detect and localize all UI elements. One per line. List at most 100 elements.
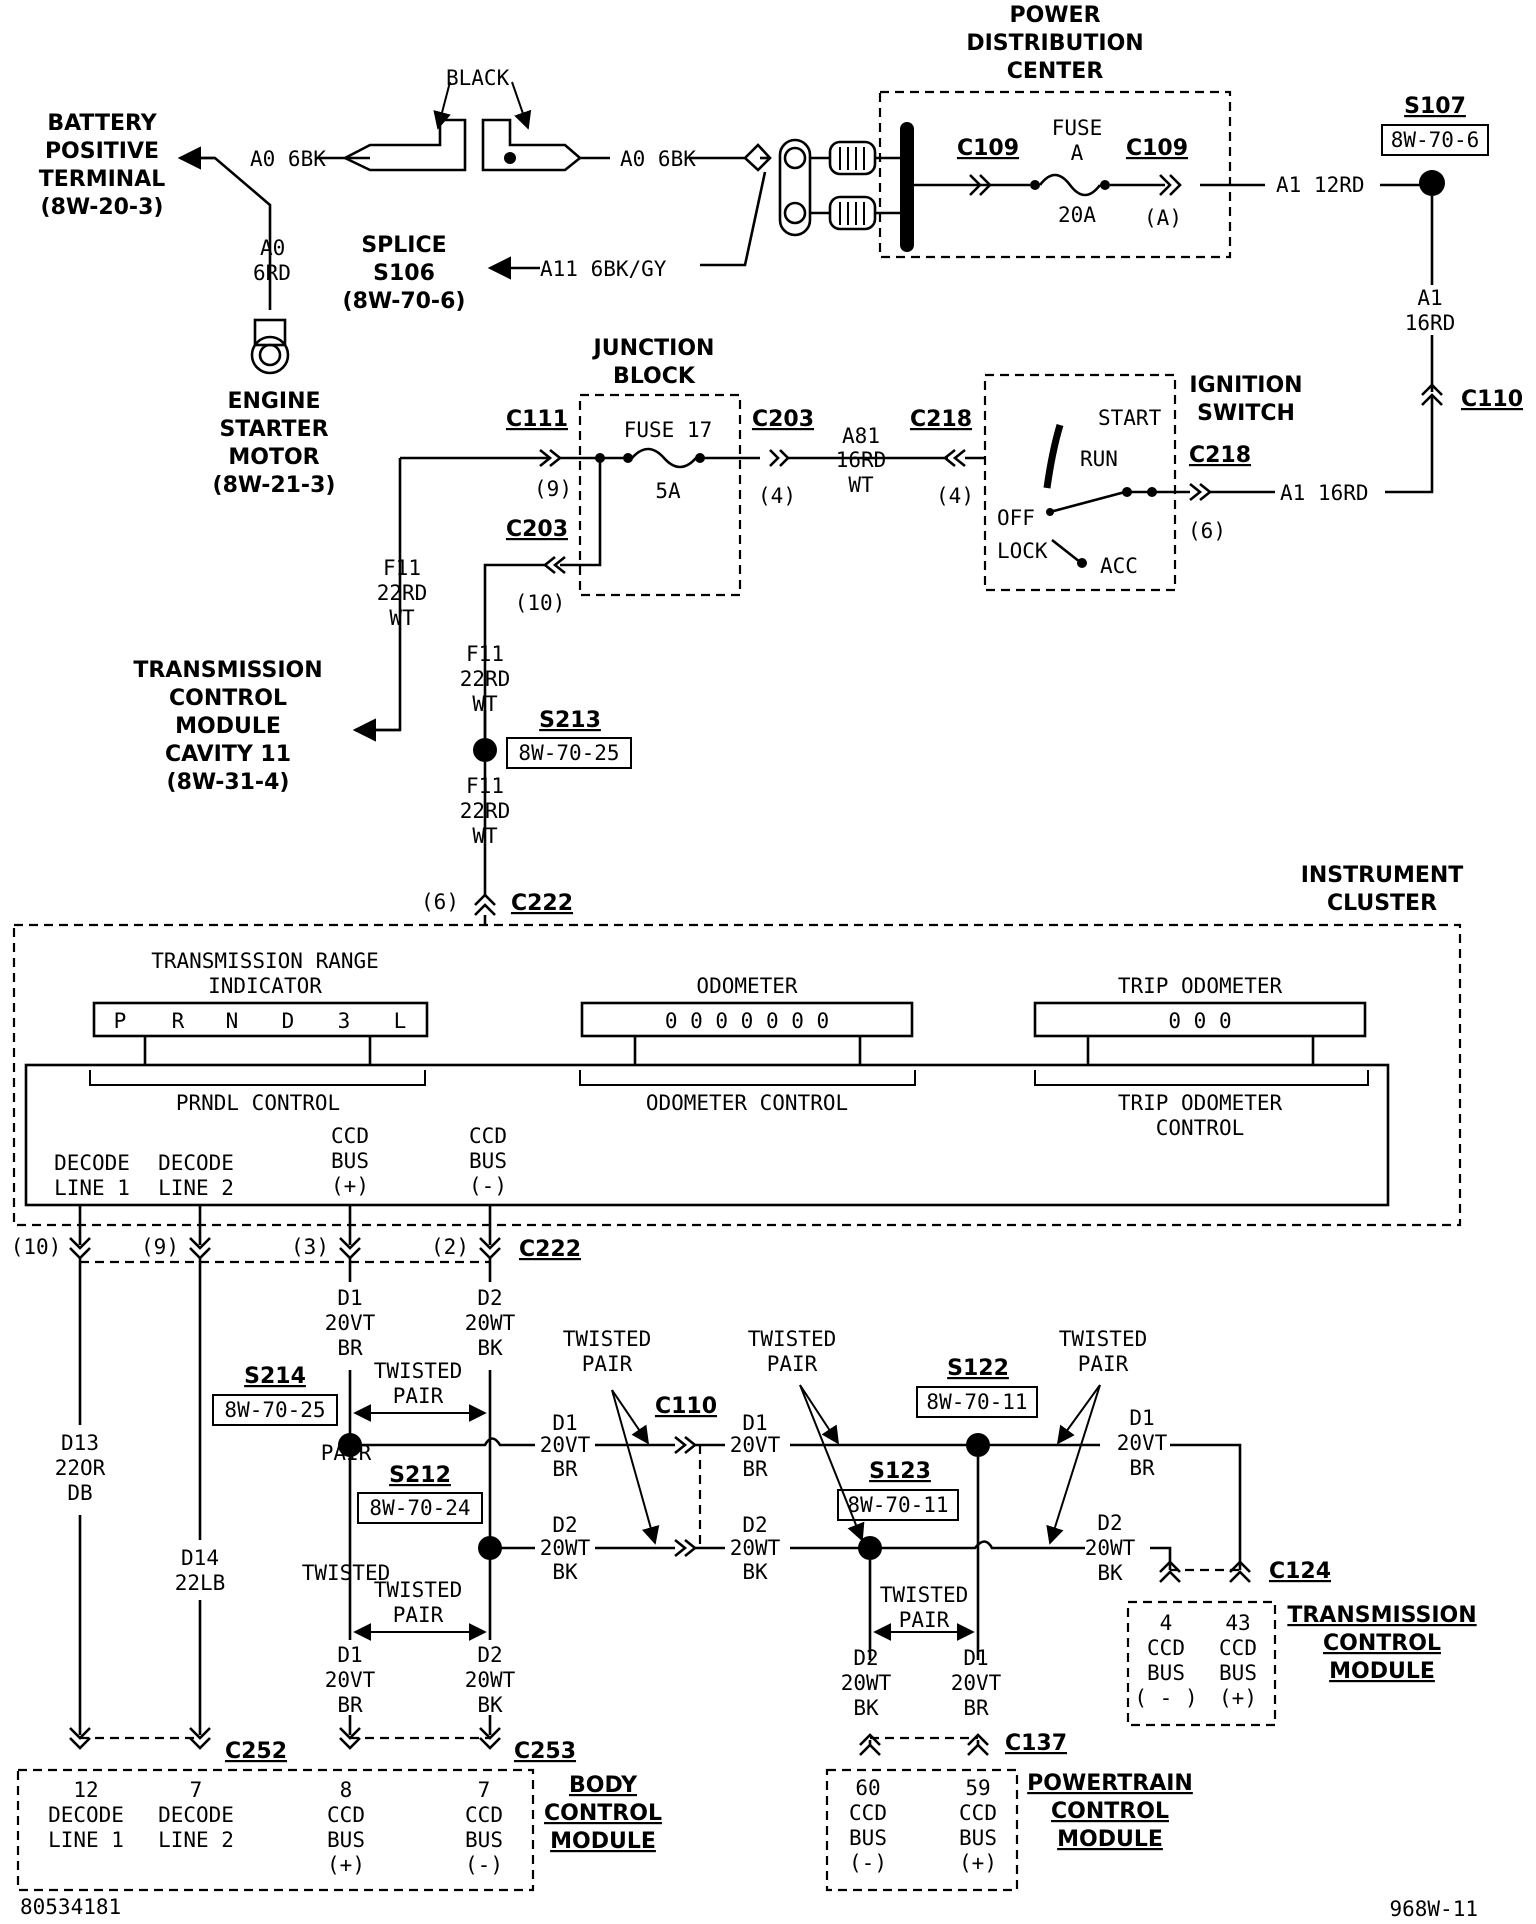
- junction-rating: 5A: [655, 479, 681, 503]
- wire-f11-left-22rd: 22RD: [377, 581, 428, 605]
- c203-left-label: C203: [506, 517, 568, 542]
- twisted-4b: PAIR: [1078, 1352, 1129, 1376]
- wire-d1-b-br: BR: [552, 1457, 578, 1481]
- trip-control-2: CONTROL: [1156, 1116, 1245, 1140]
- s212-ref-box: [357, 1492, 483, 1524]
- twisted-5b: PAIR: [899, 1608, 950, 1632]
- decode-1b: LINE 1: [54, 1176, 130, 1200]
- wire-d2-e: D2: [853, 1646, 878, 1670]
- wire-d2-d-20wt: 20WT: [1085, 1536, 1136, 1560]
- twisted-3a: TWISTED: [748, 1327, 837, 1351]
- starter-name-3: MOTOR: [228, 445, 319, 470]
- wire-d2-c: D2: [742, 1513, 767, 1537]
- c222-bottom-label: C222: [519, 1237, 581, 1262]
- wire-a1-12rd: A1 12RD: [1276, 173, 1365, 197]
- wire-d2-b-20wt: 20WT: [540, 1536, 591, 1560]
- s213-label: S213: [539, 708, 601, 733]
- decode-1a: DECODE: [54, 1151, 130, 1175]
- c109-left-symbol: [969, 174, 992, 196]
- tcm-ccd-4: CCD: [1147, 1636, 1185, 1660]
- tri-label-1: TRANSMISSION RANGE: [151, 949, 379, 973]
- wire-d2-c-20wt: 20WT: [730, 1536, 781, 1560]
- twisted-1a: TWISTED: [374, 1359, 463, 1383]
- wire-d2-d-bk: BK: [1097, 1561, 1123, 1585]
- footer-left: 80534181: [20, 1895, 121, 1919]
- starter-motor-icon: [250, 318, 290, 375]
- pcm-minus: (-): [849, 1851, 887, 1875]
- wire-f11-upper: F11: [466, 642, 504, 666]
- pcm-name-3: MODULE: [1057, 1827, 1163, 1852]
- wire-f11-lower-wt: WT: [472, 824, 498, 848]
- c222-top-pin: (6): [421, 890, 459, 914]
- trip-value: 0 0 0: [1168, 1009, 1231, 1033]
- wire-d1-e-20vt: 20VT: [951, 1671, 1002, 1695]
- ccd-plus-3: (+): [331, 1174, 369, 1198]
- twisted-6b: PAIR: [321, 1441, 372, 1465]
- twisted-2a: TWISTED: [563, 1327, 652, 1351]
- bcm-minus: (-): [465, 1853, 503, 1877]
- s122-label: S122: [947, 1356, 1009, 1381]
- wire-d2-b-bk: BK: [552, 1560, 578, 1584]
- wire-d2-f-20wt: 20WT: [465, 1668, 516, 1692]
- twisted-6a: TWISTED: [302, 1561, 391, 1585]
- wire-d1-a: D1: [337, 1286, 362, 1310]
- tcm-name-3: MODULE: [1329, 1659, 1435, 1684]
- wire-d1-a-20vt: 20VT: [325, 1311, 376, 1335]
- wire-f11-left: F11: [383, 556, 421, 580]
- wire-d2-e-20wt: 20WT: [841, 1671, 892, 1695]
- c111-pin: (9): [534, 477, 572, 501]
- tcm-pin-43: 43: [1225, 1611, 1250, 1635]
- tri-label-2: INDICATOR: [208, 974, 322, 998]
- s212-ref: 8W-70-24: [369, 1496, 470, 1520]
- cluster-name-2: CLUSTER: [1327, 891, 1437, 916]
- wire-a11-label: A11 6BK/GY: [540, 257, 667, 281]
- tcm-cavity-name-3: MODULE: [175, 714, 281, 739]
- s214-ref-box: [212, 1394, 338, 1426]
- s214-label: S214: [244, 1364, 306, 1389]
- bcm-name-1: BODY: [569, 1773, 638, 1798]
- s123-ref: 8W-70-11: [847, 1493, 948, 1517]
- tcm-cavity-name-2: CONTROL: [169, 686, 287, 711]
- c222-bottom: [69, 1205, 501, 1264]
- s122-ref: 8W-70-11: [926, 1390, 1027, 1414]
- c222-pin-9: (9): [141, 1235, 179, 1259]
- s213-ref-box: [506, 737, 632, 769]
- wire-d13-22or: 22OR: [55, 1456, 106, 1480]
- wire-d2-e-bk: BK: [853, 1696, 879, 1720]
- battery-name-3: TERMINAL: [39, 167, 166, 192]
- wire-d2-d: D2: [1097, 1511, 1122, 1535]
- s106-name-1: SPLICE: [361, 233, 446, 258]
- wire-d13: D13: [61, 1431, 99, 1455]
- bcm-ccd-8: CCD: [327, 1803, 365, 1827]
- bcm-decode2-a: DECODE: [158, 1803, 234, 1827]
- pdc-cavity: (A): [1144, 206, 1182, 230]
- wire-d1-c: D1: [742, 1411, 767, 1435]
- bcm-decode1-a: DECODE: [48, 1803, 124, 1827]
- c222-pin-3: (3): [291, 1235, 329, 1259]
- tcm-ccd-43: CCD: [1219, 1636, 1257, 1660]
- s123-label: S123: [869, 1459, 931, 1484]
- pdc-fuse-label: FUSE: [1052, 116, 1103, 140]
- c252-label: C252: [225, 1739, 287, 1764]
- wire-f11-upper-wt: WT: [472, 692, 498, 716]
- footer-right: 968W-11: [1389, 1897, 1478, 1921]
- pdc-fuse-id: A: [1071, 141, 1084, 165]
- bcm-ccd-7: CCD: [465, 1803, 503, 1827]
- wire-d1-c-20vt: 20VT: [730, 1433, 781, 1457]
- c137-label: C137: [1005, 1731, 1067, 1756]
- starter-name-2: STARTER: [219, 417, 328, 442]
- c218-right-pin: (6): [1188, 519, 1226, 543]
- tcm-plus: (+): [1219, 1686, 1257, 1710]
- c203-right-pin: (4): [758, 484, 796, 508]
- trip-label: TRIP ODOMETER: [1118, 974, 1283, 998]
- c109-right-label: C109: [1126, 136, 1188, 161]
- twisted-4a: TWISTED: [1059, 1327, 1148, 1351]
- starter-ref: (8W-21-3): [213, 473, 336, 498]
- prndl-n: N: [226, 1009, 239, 1033]
- twisted-7b: PAIR: [393, 1603, 444, 1627]
- s213-ref: 8W-70-25: [518, 741, 619, 765]
- wire-a0-6bk-left: A0 6BK: [250, 147, 326, 171]
- s106-name-2: S106: [373, 261, 435, 286]
- junction-name-2: BLOCK: [613, 364, 696, 389]
